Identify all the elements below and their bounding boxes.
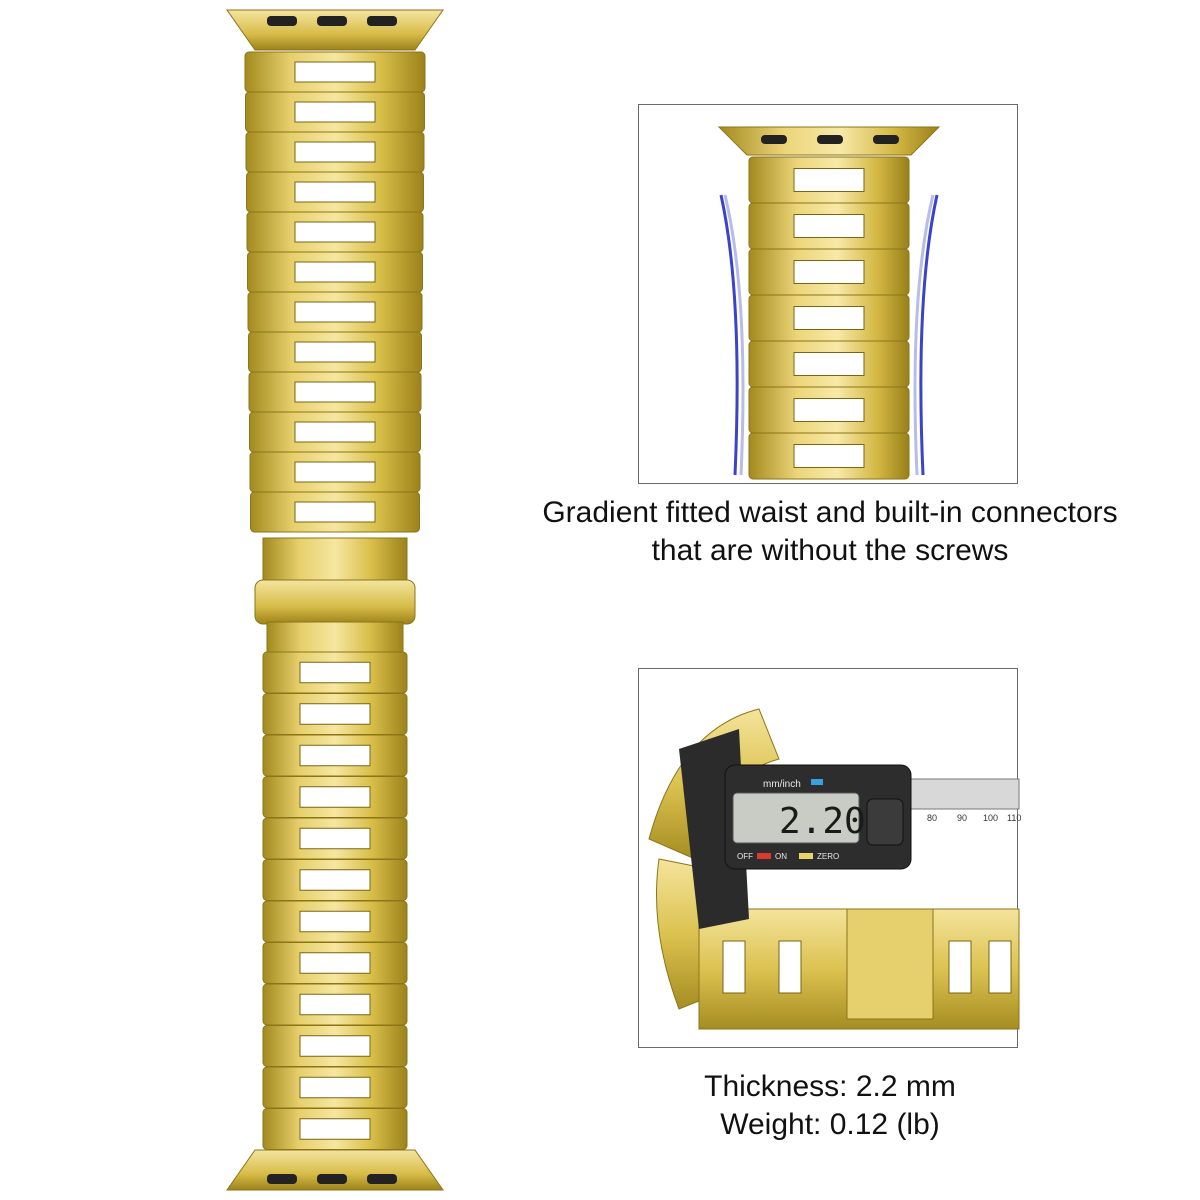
off-label: OFF <box>737 852 753 861</box>
weight-text: Weight: 0.12 (lb) <box>720 1107 940 1141</box>
link-window <box>294 421 376 443</box>
scale-tick-label: 100 <box>983 813 998 823</box>
link-window <box>793 168 865 192</box>
waist-curve-left-icon <box>719 194 739 476</box>
link-window <box>294 341 376 363</box>
link-window <box>294 221 376 243</box>
link-window <box>294 101 376 123</box>
link-window <box>299 1118 371 1140</box>
caliper-image: 80 90 100 110 mm/inch 2.20 OFF ON ZERO <box>648 708 1021 1030</box>
waist-caption: Gradient fitted waist and built-in conne… <box>540 494 1120 569</box>
thickness-text: Thickness: 2.2 mm <box>704 1070 956 1103</box>
link-window <box>299 1035 371 1057</box>
link-window <box>948 940 972 994</box>
link-window <box>778 940 802 994</box>
link-window <box>299 869 371 891</box>
zero-label: ZERO <box>817 852 839 861</box>
waist-curve-right-icon <box>919 194 939 476</box>
link-window <box>299 661 371 684</box>
watch-band-image <box>226 9 444 1191</box>
link-window <box>793 306 865 330</box>
link-window <box>294 261 376 283</box>
caliper-panel: 80 90 100 110 mm/inch 2.20 OFF ON ZERO <box>638 668 1021 1048</box>
on-label: ON <box>775 852 787 861</box>
waist-caption-line1: Gradient fitted waist and built-in conne… <box>542 496 1118 529</box>
caliper-scale: 80 90 100 110 <box>927 813 1021 823</box>
waist-closeup-image <box>717 126 941 480</box>
scale-tick-label: 90 <box>957 813 967 823</box>
link-window <box>294 301 376 323</box>
link-window <box>793 444 865 468</box>
link-window <box>793 214 865 238</box>
scale-tick-label: 80 <box>927 813 937 823</box>
link-window <box>793 352 865 376</box>
link-window <box>294 181 376 203</box>
waist-closeup-panel <box>638 104 1018 484</box>
unit-label: mm/inch <box>763 779 801 790</box>
link-window <box>299 910 371 933</box>
link-window <box>299 744 371 767</box>
link-window <box>299 1076 371 1099</box>
link-window <box>294 61 376 83</box>
link-window <box>299 952 371 974</box>
link-window <box>793 260 865 284</box>
link-window <box>294 501 376 523</box>
link-window <box>988 940 1012 994</box>
link-window <box>294 381 376 403</box>
link-window <box>294 141 376 163</box>
link-window <box>294 461 376 483</box>
spec-caption: Thickness: 2.2 mm Weight: 0.12 (lb) <box>640 1068 1020 1143</box>
scale-tick-label: 110 <box>1007 813 1021 823</box>
waist-caption-line2: that are without the screws <box>651 533 1009 567</box>
caliper-reading: 2.20 <box>779 801 866 842</box>
link-window <box>299 993 371 1016</box>
link-window <box>722 940 746 994</box>
link-window <box>299 703 371 725</box>
link-window <box>299 827 371 850</box>
link-window <box>793 398 865 422</box>
link-window <box>299 786 371 808</box>
